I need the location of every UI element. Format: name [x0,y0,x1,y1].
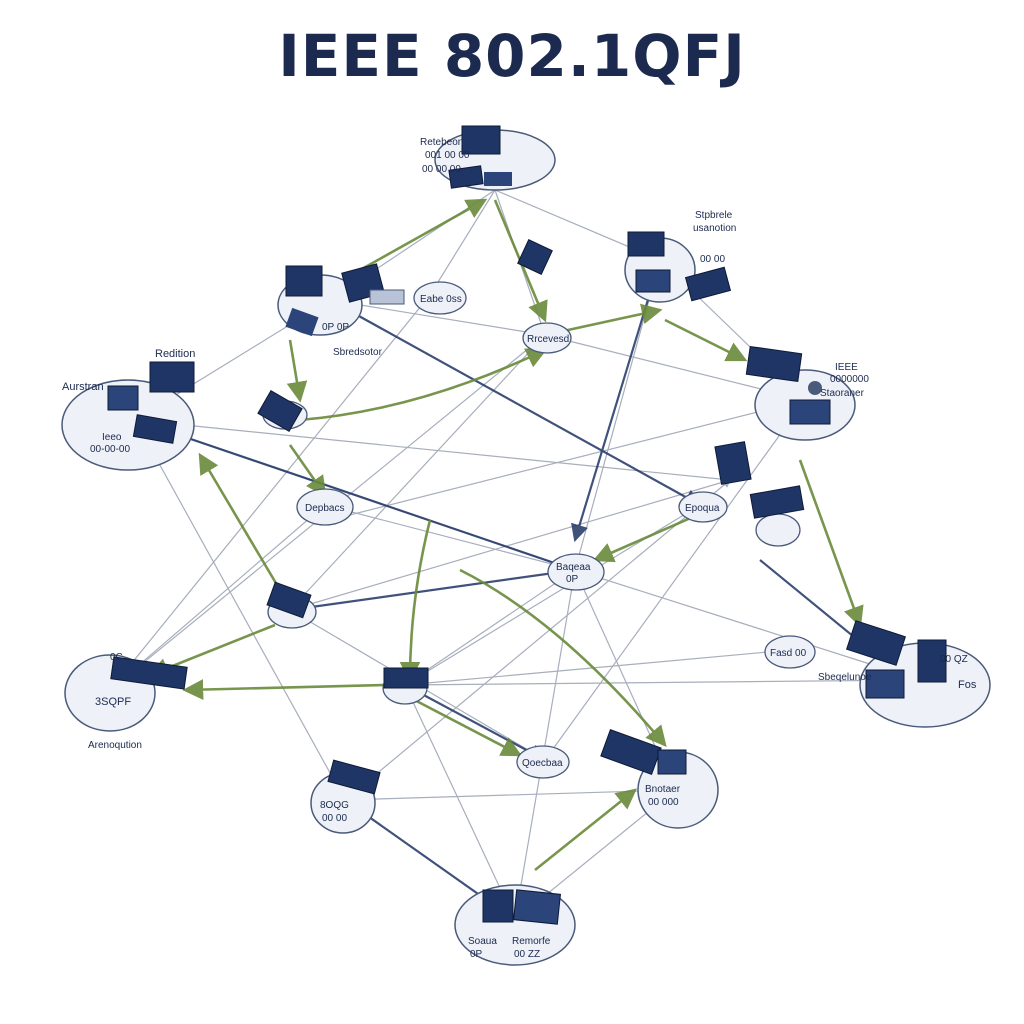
station-ll-sub1: 0C [110,652,123,663]
station-ur-label: Stpbrele [695,210,733,221]
station-ur-sub1: usanotion [693,223,736,234]
station-top-label: Retebeon [420,137,463,148]
station-lr-sub1: Fos [958,679,977,691]
hub-top: Eabe 0ss [369,281,467,315]
station-ll-label: 3SQPF [95,696,131,708]
hub-right-device [749,485,805,547]
station-ul-label: Sbredsotor [333,347,383,358]
hub-bottom-mid: Qoecbaa [516,745,570,779]
hub-mid-label: Rrcevesd [527,334,569,345]
station-bottom-sub1: Remorfe [512,936,551,947]
station-bl-label: 8OQG [320,800,349,811]
station-upper-left: Sbredsotor 0P 0P [277,263,385,358]
station-lower-left: 0C 3SQPF Arenoqution [64,652,188,751]
diagram-title: IEEE 802.1QFJ [278,22,746,90]
station-right-sub2: Staoraner [820,388,865,399]
station-br-label: Bnotaer [645,784,681,795]
hub-right: Epoqua [678,441,752,523]
station-upper-right: Stpbrele usanotion 00 00 [624,210,736,303]
station-left-sub1: Redition [155,348,195,360]
station-right-sub1: 0000000 [830,374,869,385]
hub-right-small: Fasd 00 [764,635,816,669]
station-bottom-sub3: 00 ZZ [514,949,540,960]
hub-top-label: Eabe 0ss [420,294,462,305]
station-bottom-left: 8OQG 00 00 [310,759,381,834]
station-bottom-right: Bnotaer 00 000 [600,728,719,829]
station-top: Retebeon 001 00 00 00 00 00 [420,125,556,191]
station-top-sub2: 00 00 00 [422,164,461,175]
station-top-sub1: 001 00 00 [425,150,470,161]
hub-bottom-mid-label: Qoecbaa [522,758,563,769]
station-lr-label: Sbeqelunoe [818,672,872,683]
station-ll-sub2: Arenoqution [88,740,142,751]
hub-right-label: Epoqua [685,503,720,514]
station-left: Aurstran Redition Ieeo 00-00-00 [61,348,195,471]
station-ul-sub: 0P 0P [322,322,349,333]
station-bottom-label: Soaua [468,936,497,947]
green-links [147,198,864,872]
station-bl-sub: 00 00 [322,813,347,824]
station-left-sub3: 00-00-00 [90,444,130,455]
station-lr-sub2: 00 QZ [940,654,968,665]
hub-mid: Rrcevesd [517,239,572,354]
hub-left-device [257,390,308,432]
station-bottom: Soaua Remorfe 0P 00 ZZ [454,884,576,966]
hub-center-label: Baqeaa [556,562,591,573]
station-ur-sub2: 00 00 [700,254,725,265]
hub-right-small-label: Fasd 00 [770,648,807,659]
station-bottom-sub2: 0P [470,949,483,960]
station-lower-right: Sbeqelunoe Fos 00 QZ [818,620,991,728]
hub-center-lower [382,667,429,705]
navy-links [134,259,872,922]
hub-left-lower [266,581,317,629]
station-left-sub2: Ieeo [102,432,122,443]
station-left-label: Aurstran [62,381,104,393]
hub-left-label: Depbacs [305,503,344,514]
gray-links [109,189,921,922]
station-right-label: IEEE [835,362,858,373]
hub-center: Baqeaa 0P [547,553,605,591]
station-br-sub: 00 000 [648,797,679,808]
station-right: IEEE 0000000 Staoraner [745,345,869,441]
hub-left: Depbacs [296,488,354,526]
hub-center-sub: 0P [566,574,579,585]
